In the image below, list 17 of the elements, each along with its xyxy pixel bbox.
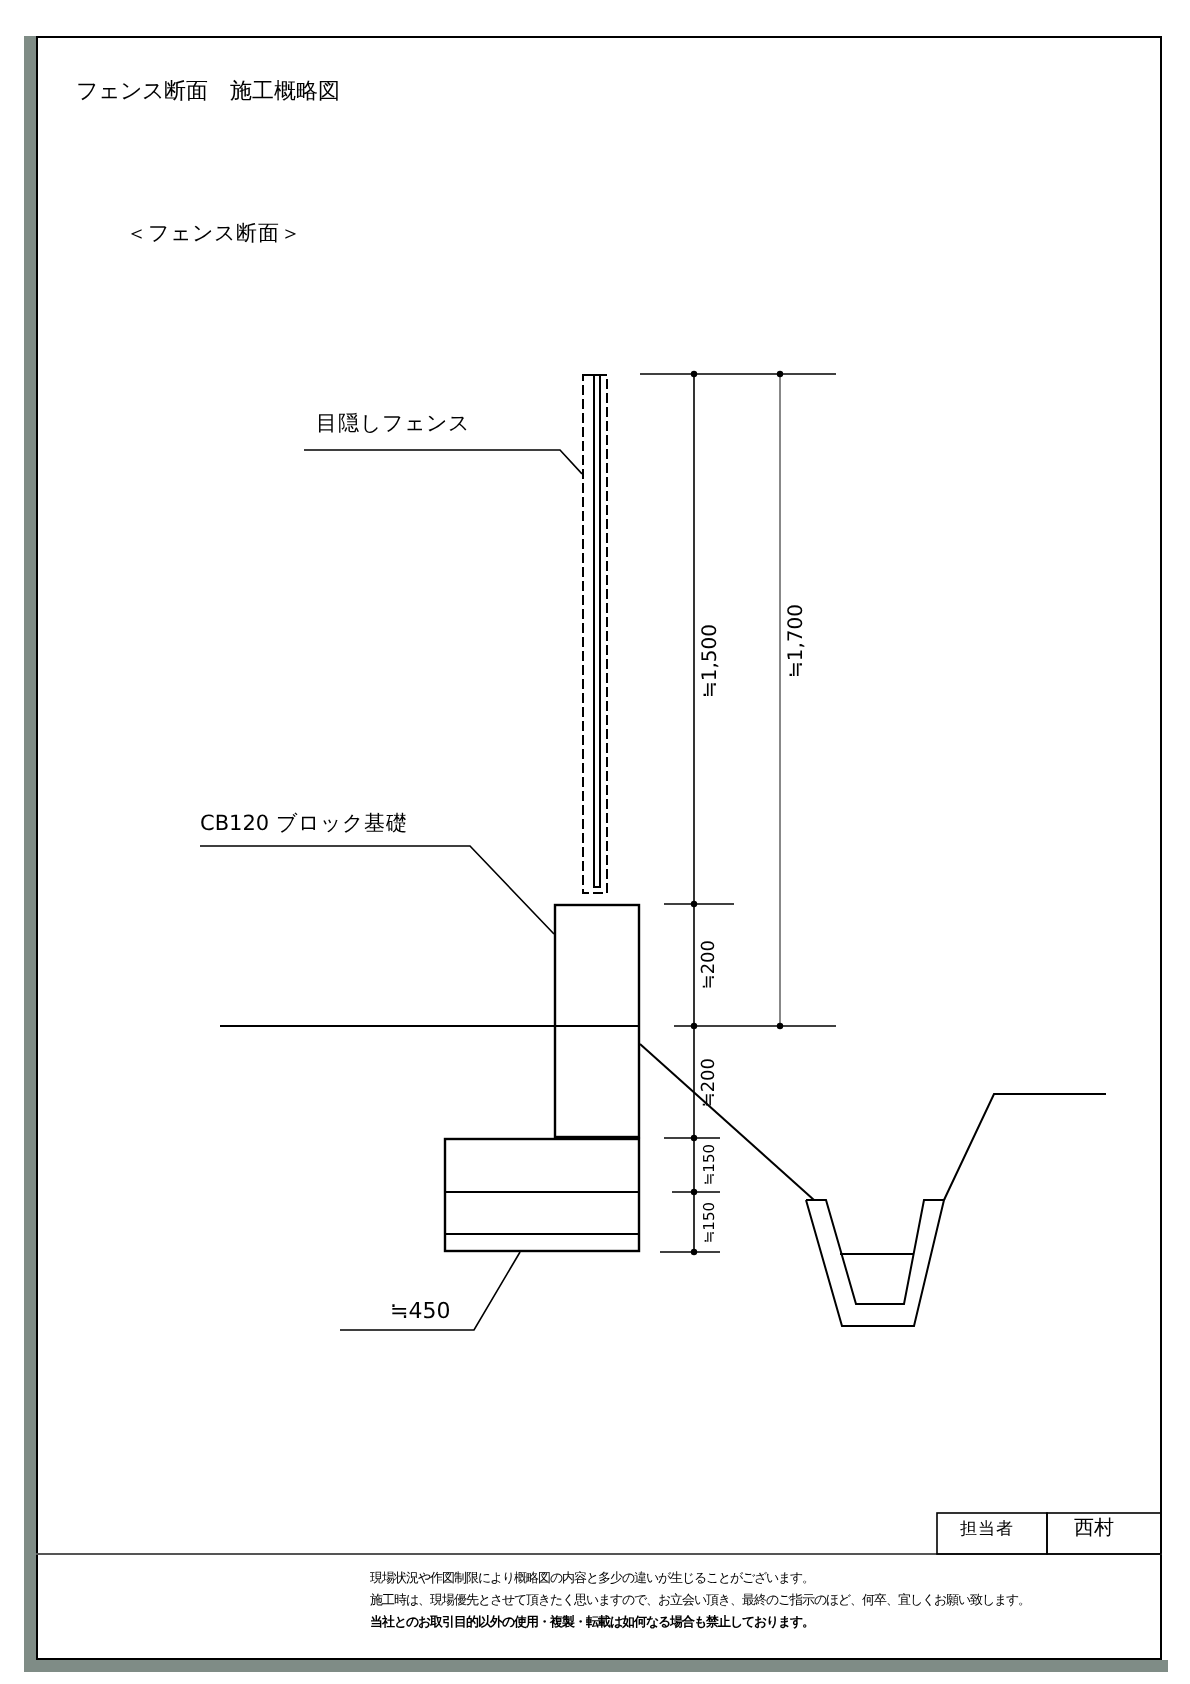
fence-panel [582,374,608,894]
drawing-title: フェンス断面 施工概略図 [76,80,340,102]
dimension-label: ≒1,500 [702,623,722,698]
leader-line [199,845,555,935]
leader-line [339,1251,521,1331]
dimension-label: ≒1,700 [788,603,808,678]
dimension-label: ≒200 [702,939,720,989]
dimension-label: ≒450 [340,1300,474,1330]
table-text: 担当者 [960,1522,1014,1539]
section-heading: ＜フェンス断面＞ [126,224,302,245]
block-foundation [554,904,640,1138]
concrete-footing [444,1138,640,1252]
part-label: CB120 ブロック基礎 [200,814,470,846]
dimension-label: ≒200 [702,1057,720,1107]
table-text: 西村 [1074,1520,1114,1540]
leader-line [303,449,583,475]
part-label: 目隠しフェンス [304,414,560,450]
